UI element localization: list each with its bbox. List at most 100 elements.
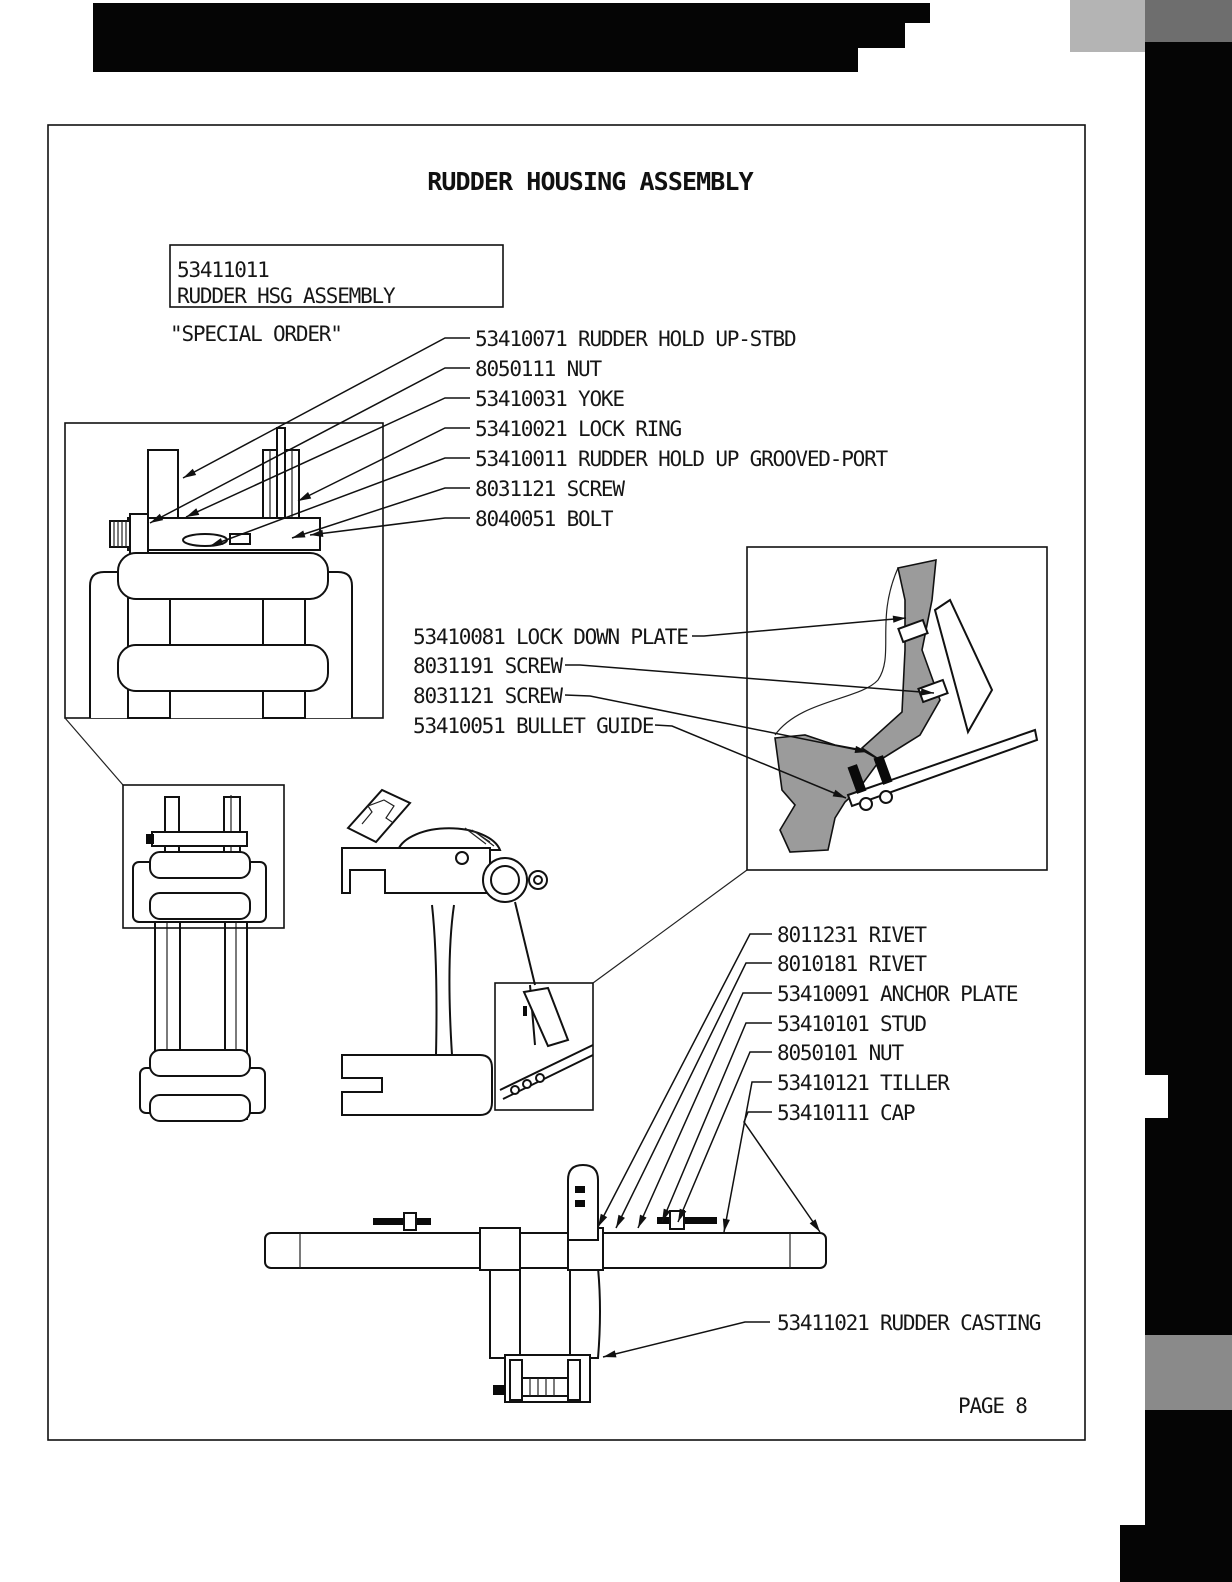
box3-screw-mark: [523, 1006, 527, 1016]
leader-line: [602, 1321, 770, 1358]
callout-description: RIVET: [869, 923, 928, 947]
assembly-id-box: 53411011 RUDDER HSG ASSEMBLY: [169, 244, 504, 308]
left-stud: [373, 1218, 431, 1225]
leader-line: [149, 367, 470, 524]
pivot-bolt-head: [493, 1385, 505, 1395]
rudder-side-view: [341, 788, 548, 1116]
leader-arrowhead: [616, 1214, 625, 1228]
casting-wall-section: [860, 558, 941, 761]
callout-part-number: 53410121: [777, 1071, 869, 1095]
hub-pin-center: [533, 875, 543, 885]
leader-arrowhead: [292, 530, 306, 538]
casting-outline-curve: [774, 567, 899, 736]
leader-arrowhead: [183, 468, 197, 478]
yoke-bolt: [127, 517, 321, 551]
bullet-guide-frame: [494, 982, 594, 1111]
callout-part-number: 8031121: [413, 684, 494, 708]
callout-part-number: 53410031: [475, 387, 567, 411]
callout-description: BULLET GUIDE: [516, 714, 654, 738]
leader-arrowhead: [854, 745, 868, 753]
callout-part-number: 53410021: [475, 417, 567, 441]
leader-line: [723, 1081, 772, 1233]
lower-tiller-arm: [341, 1054, 493, 1116]
callout-label: 53410011 RUDDER HOLD UP GROOVED-PORT: [475, 447, 889, 471]
leader-line: [661, 1022, 772, 1223]
callout-label: 8050101 NUT: [777, 1041, 904, 1065]
bolt-threads: [113, 521, 127, 547]
front-bolt-head: [146, 834, 154, 844]
leader-arrowhead: [186, 508, 200, 517]
post-hole-1: [575, 1186, 585, 1193]
leader-arrowhead: [603, 1350, 617, 1358]
leader-line: [677, 1051, 772, 1223]
bolt-thread-end: [109, 520, 131, 548]
callout-description: RUDDER HOLD UP GROOVED-PORT: [578, 447, 889, 471]
tiller-assembly-view: [264, 1163, 827, 1403]
header-redaction-bar: [93, 3, 930, 72]
section-screw-upper: [897, 618, 929, 644]
scan-speckle-corner: [1145, 0, 1232, 42]
leader-arrowhead: [920, 688, 934, 696]
callout-label: 53410091 ANCHOR PLATE: [777, 982, 1018, 1006]
assembly-box-border: [169, 244, 504, 308]
leader-arrowhead: [150, 513, 164, 523]
leader-line: [597, 933, 772, 1228]
callout-description: LOCK RING: [578, 417, 682, 441]
upper-yoke-collar: [117, 552, 329, 600]
leader-arrowhead: [210, 538, 224, 546]
callout-part-number: 53410091: [777, 982, 869, 1006]
callout-label: 8050111 NUT: [475, 357, 602, 381]
housing-detail-view: [64, 422, 384, 719]
assembly-description: RUDDER HSG ASSEMBLY: [177, 284, 396, 308]
callout-label: 53410021 LOCK RING: [475, 417, 682, 441]
leader-line: [692, 617, 907, 637]
leader-arrowhead: [892, 615, 906, 623]
front-collar-3: [149, 1049, 251, 1077]
arm-pivot-hole: [455, 851, 469, 865]
housing-callouts: 53410071 RUDDER HOLD UP-STBD 8050111 NUT…: [149, 327, 890, 547]
callout-description: CAP: [880, 1101, 915, 1125]
casting-right-leg: [569, 1267, 601, 1359]
callout-description: ANCHOR PLATE: [880, 982, 1018, 1006]
callout-description: RUDDER HOLD UP-STBD: [578, 327, 796, 351]
front-collar-4: [149, 1094, 251, 1122]
special-order-note: "SPECIAL ORDER": [170, 322, 342, 346]
callout-label: 53410111 CAP: [777, 1101, 915, 1125]
callout-part-number: 53410081: [413, 625, 505, 649]
callout-label: 53410071 RUDDER HOLD UP-STBD: [475, 327, 796, 351]
callout-description: RUDDER CASTING: [880, 1311, 1041, 1335]
section-bolt-1: [847, 764, 867, 794]
release-handle: [346, 788, 412, 844]
section-rivet-1: [859, 797, 873, 811]
leader-line: [565, 664, 935, 694]
right-edge-redaction-bar: [1120, 40, 1232, 1582]
leader-line: [564, 694, 869, 753]
section-lock-down-plate: [933, 598, 994, 735]
tiller-bar: [264, 1232, 827, 1269]
leader-line: [182, 337, 470, 479]
pivot-pin-knurl: [529, 1378, 555, 1396]
callout-label: 53410031 YOKE: [475, 387, 624, 411]
callout-label: 8040051 BOLT: [475, 507, 614, 531]
leader-arrowhead: [598, 1213, 608, 1227]
pivot-plate-left: [509, 1359, 523, 1401]
callout-description: LOCK DOWN PLATE: [516, 625, 688, 649]
handle-grip-slot: [361, 799, 395, 825]
leader-arrowhead: [662, 1208, 671, 1222]
casting-callout: 53411021 RUDDER CASTING: [602, 1311, 1042, 1358]
leader-line: [297, 427, 470, 502]
housing-front-view: [122, 784, 285, 1122]
leader-line: [185, 397, 470, 518]
detail-connector-line: [64, 717, 124, 786]
callout-description: RIVET: [869, 952, 928, 976]
rudder-dome: [396, 827, 502, 851]
leader-arrowhead: [638, 1214, 647, 1228]
casting-rear-edge: [514, 901, 536, 986]
page-border: [47, 124, 1086, 1441]
lock-down-callouts: 53410081 LOCK DOWN PLATE 8031191 SCREW 8…: [413, 615, 935, 799]
callout-label: 53410121 TILLER: [777, 1071, 950, 1095]
scan-speckle-right: [1145, 1335, 1232, 1410]
callout-label: 8031121 SCREW: [413, 684, 563, 708]
leader-line: [654, 724, 847, 799]
